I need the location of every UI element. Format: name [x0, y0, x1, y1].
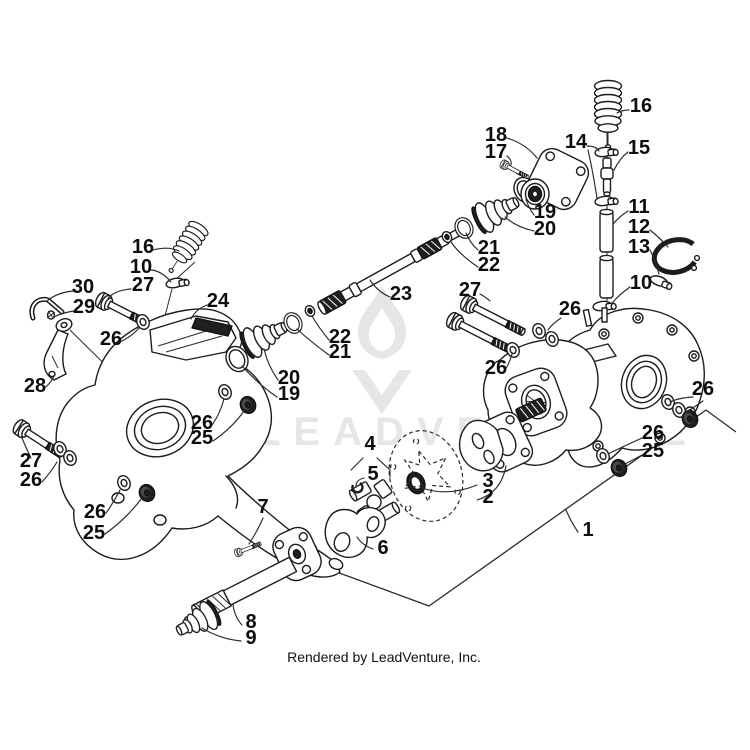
spring-16-right: [593, 79, 623, 150]
nut-25-cover-lower: [608, 456, 630, 480]
callout-23: 23: [390, 283, 412, 305]
callout-26: 26: [692, 378, 714, 400]
breather-15: [600, 157, 614, 197]
callout-26: 26: [100, 328, 122, 350]
snap-ring-5: [351, 481, 364, 494]
callout-27: 27: [132, 274, 154, 296]
clamp-13: [648, 273, 675, 291]
callout-21: 21: [329, 341, 351, 363]
callout-3: 3: [482, 470, 493, 492]
callout-17: 17: [485, 141, 507, 163]
callout-12: 12: [628, 216, 650, 238]
callout-22: 22: [329, 326, 351, 348]
callout-30: 30: [72, 276, 94, 298]
callout-28: 28: [24, 375, 46, 397]
callout-16: 16: [132, 236, 154, 258]
callout-7: 7: [257, 496, 268, 518]
u-joint-4: [348, 479, 401, 525]
callout-19: 19: [534, 201, 556, 223]
clamp-10-left: [164, 275, 191, 291]
leader-lines: [21, 109, 704, 642]
callout-26: 26: [84, 501, 106, 523]
callout-26: 26: [642, 422, 664, 444]
callout-14: 14: [565, 131, 588, 153]
washer-26-right-a: [529, 321, 549, 341]
callout-19: 19: [278, 383, 300, 405]
nut-22-left: [304, 304, 316, 318]
flange-18: [520, 147, 590, 211]
callout-1: 1: [582, 519, 593, 541]
callout-27: 27: [459, 279, 481, 301]
callout-16: 16: [630, 95, 652, 117]
callout-26: 26: [485, 357, 507, 379]
callout-11: 11: [628, 196, 649, 218]
callout-24: 24: [207, 290, 230, 312]
breather-pin: [601, 307, 608, 323]
callout-20: 20: [534, 218, 556, 240]
callout-26: 26: [20, 469, 42, 491]
yoke-6: [324, 506, 386, 559]
bolt-27-right-lower: [443, 310, 515, 358]
nut-22-upper: [441, 230, 453, 244]
gear-case-left-drawing: [55, 308, 344, 578]
callout-21: 21: [478, 237, 500, 259]
clamp-14-lower: [593, 193, 620, 208]
callout-2: 2: [482, 486, 493, 508]
callout-4-bracket: [350, 457, 391, 478]
callout-10: 10: [630, 272, 652, 294]
shift-lever-drawing: [29, 296, 73, 381]
callout-26: 26: [191, 412, 213, 434]
callout-8: 8: [245, 611, 256, 633]
callout-27: 27: [20, 450, 42, 472]
callout-10: 10: [130, 256, 152, 278]
callout-22: 22: [478, 254, 500, 276]
clamp-14-upper: [593, 144, 620, 159]
flame-icon: [352, 286, 412, 414]
v-emblem-icon: [352, 370, 412, 414]
callout-25: 25: [191, 427, 213, 449]
footer-credit: Rendered by LeadVenture, Inc.: [287, 649, 481, 665]
callout-26: 26: [559, 298, 581, 320]
callout-25: 25: [83, 522, 105, 544]
callout-6: 6: [377, 537, 388, 559]
callout-5: 5: [367, 463, 378, 485]
callout-9: 9: [245, 627, 256, 649]
callout-20: 20: [278, 367, 300, 389]
callout-18: 18: [485, 124, 507, 146]
callout-15: 15: [628, 137, 650, 159]
yoke-2: [458, 397, 547, 473]
bolt-7: [233, 539, 263, 558]
callout-4: 4: [364, 433, 376, 455]
callout-25: 25: [642, 440, 664, 462]
callout-29: 29: [73, 296, 95, 318]
tube-11: [599, 208, 614, 299]
callout-13: 13: [628, 236, 650, 258]
